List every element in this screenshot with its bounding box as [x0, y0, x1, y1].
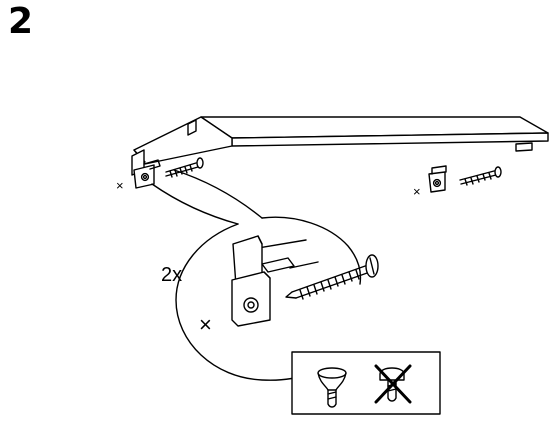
cross-mark-detail: × — [199, 312, 212, 337]
bracket-right — [428, 165, 447, 193]
top-bracket-right — [515, 142, 533, 152]
cross-out-icon — [374, 364, 412, 404]
screw-head-panel — [291, 351, 441, 415]
detail-callout — [151, 169, 362, 381]
quantity-label: 2x — [161, 264, 182, 286]
step-number: 2 — [8, 1, 34, 42]
cross-mark-right: × — [413, 184, 421, 199]
top-bracket-left — [187, 119, 197, 136]
screw-right — [459, 166, 502, 186]
shelf-panel — [133, 116, 549, 165]
enlarged-screw — [285, 254, 379, 300]
countersunk-screw-icon — [317, 367, 347, 408]
screw-left — [165, 157, 204, 178]
bracket-left — [131, 149, 161, 189]
enlarged-bracket — [231, 235, 319, 327]
cross-mark-left: × — [116, 178, 124, 193]
